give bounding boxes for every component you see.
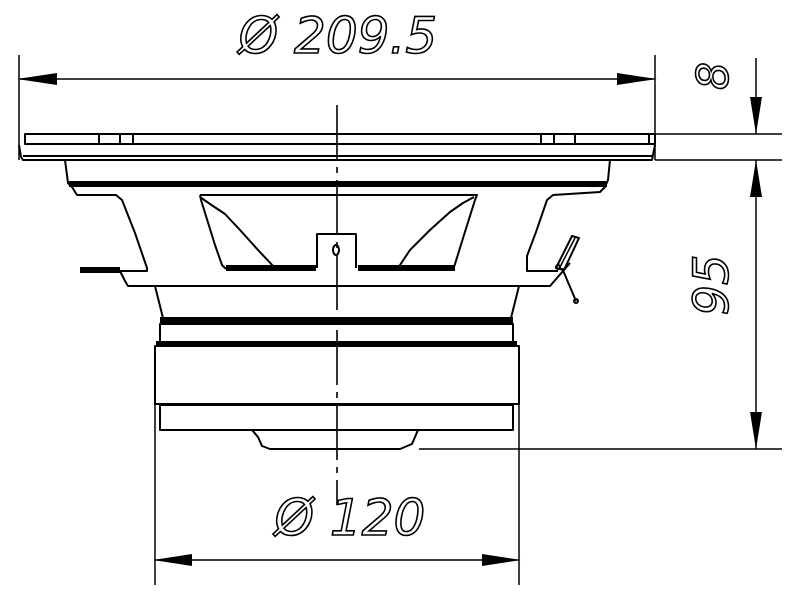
arrow-right-icon [617,73,657,85]
mounting-depth-label: 95 [684,254,740,315]
speaker-basket-frame [64,159,611,319]
flange-top-plate [24,133,656,145]
depth-dimensions: 8 95 [419,58,782,450]
magnet-diameter-dimension: Ø 120 [153,404,521,585]
outer-diameter-dimension: Ø 209.5 [17,6,657,160]
arrow-down-icon [750,412,762,449]
arrow-left-icon [17,73,57,85]
center-hole [332,244,340,256]
speaker-terminal [555,235,580,304]
arrow-up-icon [750,160,762,197]
arrow-left-icon [153,554,192,566]
mounting-flange [18,133,656,161]
outer-diameter-label: Ø 209.5 [237,7,437,65]
arrow-down-icon [750,97,762,134]
arrow-right-icon [482,554,521,566]
flange-thickness-label: 8 [688,62,739,90]
magnet-diameter-label: Ø 120 [273,489,426,547]
pole-piece [251,429,419,450]
